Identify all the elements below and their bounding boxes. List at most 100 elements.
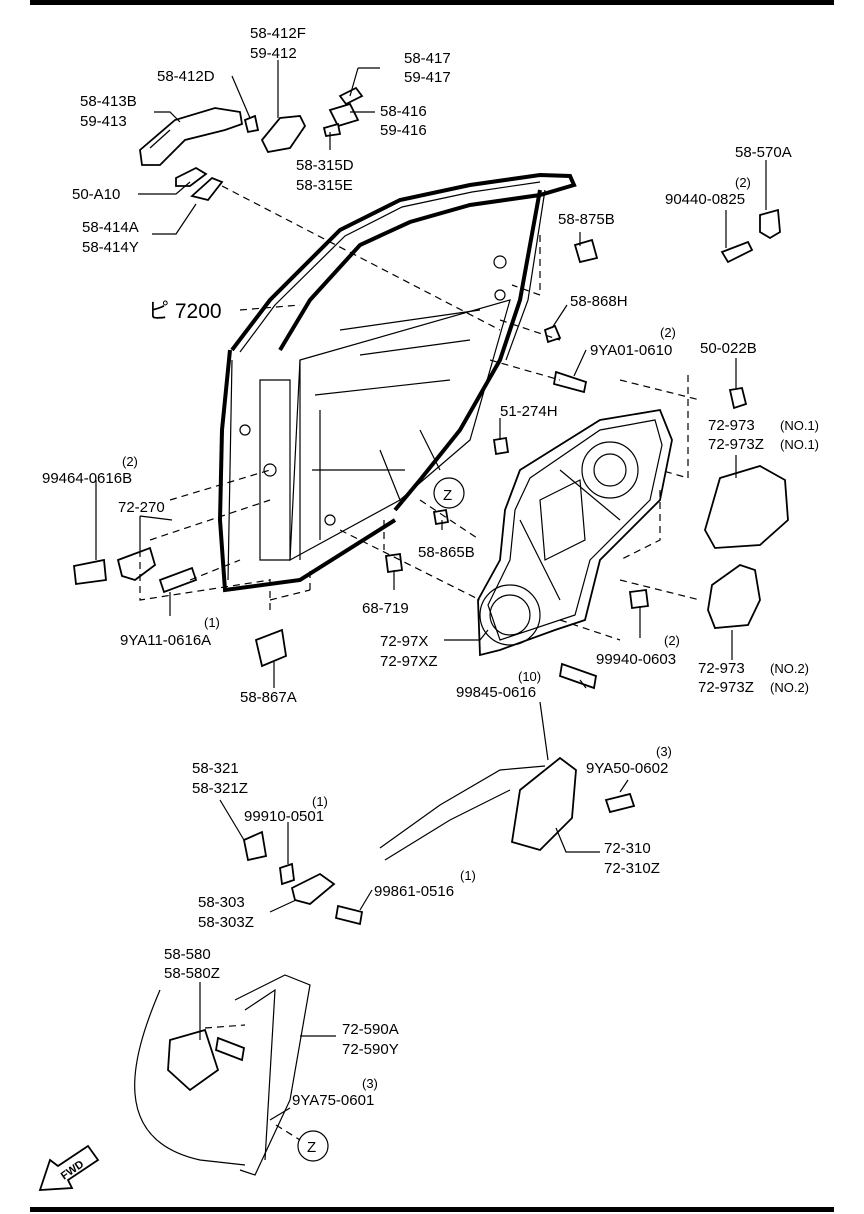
- label-58-321Z: 58-321Z: [192, 780, 248, 797]
- bolt-99845: [558, 662, 598, 690]
- label-58-416: 58-416: [380, 103, 427, 120]
- label-59-413: 59-413: [80, 113, 127, 130]
- label-58-580: 58-580: [164, 946, 211, 963]
- label-9YA11-qty: (1): [204, 615, 220, 630]
- label-58-303Z: 58-303Z: [198, 914, 254, 931]
- bolt-9YA11: [158, 566, 198, 594]
- spring-417: [338, 86, 364, 106]
- label-72-973Z-no2: 72-973Z: [698, 679, 754, 696]
- nut-99940: [628, 588, 650, 610]
- zone-z-circle: [433, 477, 465, 509]
- label-no1-b: (NO.1): [780, 437, 819, 452]
- label-9YA01-0610: 9YA01-0610: [590, 342, 672, 359]
- rod-58321: [242, 830, 268, 862]
- label-72-973-no1: 72-973: [708, 417, 755, 434]
- screw-99910: [279, 862, 295, 886]
- label-9YA50-0602: 9YA50-0602: [586, 760, 668, 777]
- label-58-414Y: 58-414Y: [82, 239, 139, 256]
- sheet-no2: [707, 564, 761, 629]
- label-50-022B: 50-022B: [700, 340, 757, 357]
- fwd-arrow-icon: [38, 1144, 100, 1191]
- label-58-315D: 58-315D: [296, 157, 354, 174]
- label-58-315E: 58-315E: [296, 177, 353, 194]
- label-99464-0616B: 99464-0616B: [42, 470, 132, 487]
- label-58-412F: 58-412F: [250, 25, 306, 42]
- label-90440-0825: 90440-0825: [665, 191, 745, 208]
- label-58-414A: 58-414A: [82, 219, 139, 236]
- label-72-973Z-no1: 72-973Z: [708, 436, 764, 453]
- zone-z2-circle: [297, 1130, 329, 1162]
- hinge-72270: [116, 546, 157, 581]
- label-58-413B: 58-413B: [80, 93, 137, 110]
- label-99464-qty: (2): [122, 454, 138, 469]
- label-59-416: 59-416: [380, 122, 427, 139]
- bottom-border: [30, 1207, 834, 1212]
- label-72-310: 72-310: [604, 840, 651, 857]
- label-68-719: 68-719: [362, 600, 409, 617]
- part-875B: [573, 238, 599, 264]
- bolt-9YA01: [552, 370, 588, 394]
- bolt-90440: [720, 240, 754, 264]
- label-99910-qty: (1): [312, 794, 328, 809]
- plug-51274H: [492, 436, 510, 456]
- label-99845-0616: 99845-0616: [456, 684, 536, 701]
- clip-50022B: [728, 386, 748, 410]
- check-867A: [254, 628, 287, 668]
- label-99845-qty: (10): [518, 669, 541, 684]
- label-90440-qty: (2): [735, 175, 751, 190]
- top-border: [30, 0, 834, 5]
- label-zone-z: Z: [443, 487, 452, 504]
- inner-handle-58303: [290, 872, 336, 905]
- label-72-590A: 72-590A: [342, 1021, 399, 1038]
- label-72-973-no2: 72-973: [698, 660, 745, 677]
- label-9YA11-0616A: 9YA11-0616A: [120, 632, 211, 649]
- label-58-570A: 58-570A: [735, 144, 792, 161]
- label-no2-a: (NO.2): [770, 661, 809, 676]
- door-module-panel: [477, 408, 673, 657]
- label-58-875B: 58-875B: [558, 211, 615, 228]
- label-9YA50-qty: (3): [656, 744, 672, 759]
- sheet-no1: [704, 465, 789, 549]
- nut-868H: [543, 324, 562, 344]
- door-shell: [217, 172, 577, 593]
- label-no1-a: (NO.1): [780, 418, 819, 433]
- gasket-414A: [190, 176, 224, 202]
- label-99861-0516: 99861-0516: [374, 883, 454, 900]
- label-72-97XZ: 72-97XZ: [380, 653, 438, 670]
- label-72-590Y: 72-590Y: [342, 1041, 399, 1058]
- label-58-580Z: 58-580Z: [164, 965, 220, 982]
- dashed-lines: [139, 185, 701, 1141]
- label-99940-0603: 99940-0603: [596, 651, 676, 668]
- label-99910-0501: 99910-0501: [244, 808, 324, 825]
- label-no2-b: (NO.2): [770, 680, 809, 695]
- label-50-A10: 50-A10: [72, 186, 120, 203]
- door-latch: [379, 701, 577, 861]
- handle-base-412F: [260, 115, 307, 154]
- label-59-412: 59-412: [250, 45, 297, 62]
- labels: 58-412F 59-412 58-412D 58-413B 59-413 58…: [42, 25, 819, 1182]
- window-regulator: [134, 974, 311, 1176]
- part-315D: [322, 122, 342, 138]
- label-58-412D: 58-412D: [157, 68, 215, 85]
- label-9YA75-0601: 9YA75-0601: [292, 1092, 374, 1109]
- label-58-867A: 58-867A: [240, 689, 297, 706]
- label-58-417: 58-417: [404, 50, 451, 67]
- label-58-865B: 58-865B: [418, 544, 475, 561]
- leader-lines: [95, 60, 767, 1121]
- label-title-code: ピ 7200: [148, 300, 222, 323]
- label-59-417: 59-417: [404, 69, 451, 86]
- label-9YA01-qty: (2): [660, 325, 676, 340]
- label-58-868H: 58-868H: [570, 293, 628, 310]
- gasket-50A10: [175, 166, 208, 187]
- label-72-310Z: 72-310Z: [604, 860, 660, 877]
- label-99861-qty: (1): [460, 868, 476, 883]
- label-58-321: 58-321: [192, 760, 239, 777]
- clip-865B: [432, 508, 450, 526]
- part-416: [328, 102, 360, 128]
- label-58-303: 58-303: [198, 894, 245, 911]
- striker-570A: [759, 208, 781, 240]
- handle-cap-412D: [243, 114, 260, 134]
- screw-99861: [334, 904, 364, 926]
